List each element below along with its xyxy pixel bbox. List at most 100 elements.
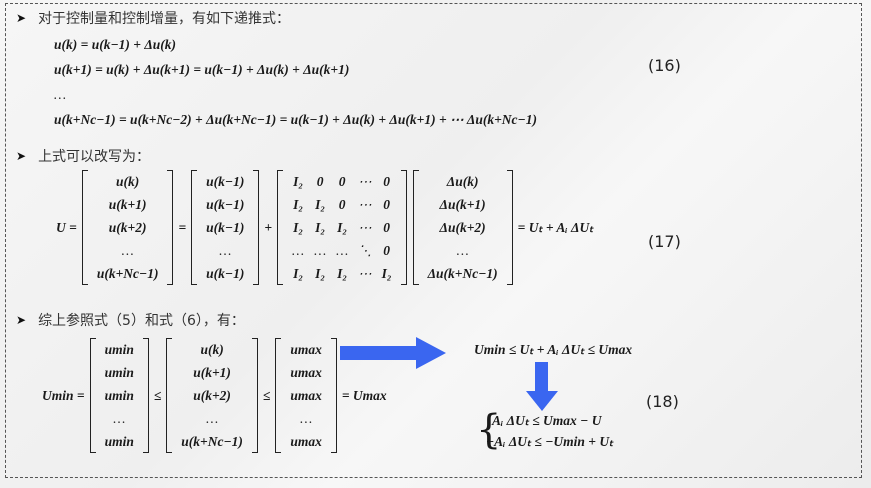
eq17: U = u(k)u(k+1)u(k+2)…u(k+Nc−1) = u(k−1)u…: [54, 170, 595, 285]
matrix-cell: 0: [383, 174, 390, 189]
brace: {: [476, 407, 502, 453]
matrix-cell: I₂: [293, 197, 304, 212]
matrix-cell: umin: [104, 342, 134, 357]
matrix-cell: …: [113, 411, 126, 426]
matrix-cell: I₂: [315, 220, 326, 235]
matrix-cell: umin: [104, 388, 134, 403]
right-bracket: [251, 338, 258, 453]
right-bracket: [330, 338, 337, 453]
matrix-cell: Δu(k): [446, 174, 479, 189]
eq18-ineq1: Aᵢ ΔUₜ ≤ Umax − U: [492, 413, 602, 428]
matrix-cell: u(k−1): [206, 197, 245, 212]
matrix-u-prev: u(k−1) u(k−1) u(k−1) … u(k−1): [191, 170, 260, 285]
leq: ≤: [262, 387, 271, 403]
matrix-umin: umin umin umin … umin: [89, 338, 149, 453]
matrix-cell: u(k+Nc−1): [96, 266, 159, 281]
leq: ≤: [153, 387, 162, 403]
equation-number-17: (17): [648, 232, 681, 251]
matrix-cell: Δu(k+Nc−1): [427, 266, 498, 281]
matrix-cell: I₂: [293, 174, 304, 189]
matrix-cell: I₂: [337, 266, 348, 281]
eq18-rhs: = Umax: [341, 387, 387, 403]
bullet-constraints: ➤ 综上参照式（5）和式（6），有：: [16, 310, 245, 330]
arrow-bullet-icon: ➤: [16, 313, 27, 327]
matrix-cell: u(k−1): [206, 220, 245, 235]
bullet-text: 上式可以改写为：: [38, 149, 151, 165]
matrix-cell: ⋯: [358, 220, 372, 235]
matrix-delta-u: Δu(k) Δu(k+1) Δu(k+2) … Δu(k+Nc−1): [412, 170, 513, 285]
matrix-cell: 0: [383, 197, 390, 212]
matrix-cell: u(k−1): [206, 266, 245, 281]
bullet-text: 综上参照式（5）和式（6），有：: [38, 313, 245, 329]
right-bracket: [400, 170, 407, 285]
matrix-cell: …: [300, 411, 313, 426]
matrix-cell: u(k+1): [193, 365, 231, 380]
matrix-cell: u(k+1): [108, 197, 147, 212]
left-bracket: [166, 338, 173, 453]
matrix-cell: u(k+Nc−1): [181, 434, 243, 449]
left-bracket: [81, 170, 88, 285]
matrix-cell: u(k+2): [108, 220, 147, 235]
matrix-cell: …: [314, 243, 327, 258]
eq16-line4: u(k+Nc−1) = u(k+Nc−2) + Δu(k+Nc−1) = u(k…: [54, 112, 537, 127]
eq16-ellipsis: …: [54, 87, 67, 102]
slide-frame: [5, 3, 862, 478]
left-bracket: [412, 170, 419, 285]
plus: +: [264, 219, 273, 235]
matrix-cell: 0: [383, 220, 390, 235]
right-bracket: [253, 170, 260, 285]
matrix-cell: I₂: [293, 220, 304, 235]
bullet-recursion: ➤ 对于控制量和控制增量，有如下递推式：: [16, 8, 290, 28]
matrix-cell: …: [121, 243, 134, 258]
matrix-cell: ⋯: [358, 174, 372, 189]
matrix-cell: …: [336, 243, 349, 258]
matrix-cell: I₂: [315, 266, 326, 281]
equation-number-18: (18): [646, 392, 679, 411]
left-bracket: [89, 338, 96, 453]
matrix-cell: …: [219, 243, 232, 258]
matrix-cell: …: [206, 411, 219, 426]
matrix-cell: 0: [383, 243, 390, 258]
matrix-cell: …: [292, 243, 305, 258]
matrix-cell: umax: [290, 388, 322, 403]
matrix-cell: 0: [338, 174, 346, 189]
matrix-cell: ⋱: [358, 243, 372, 258]
matrix-cell: I₂: [337, 220, 348, 235]
equals: =: [178, 219, 187, 235]
matrix-cell: Δu(k+1): [439, 197, 486, 212]
eq17-lhs: U =: [56, 219, 77, 235]
matrix-cell: ⋯: [358, 197, 372, 212]
matrix-cell: u(k−1): [206, 174, 245, 189]
matrix-cell: I₂: [381, 266, 392, 281]
left-bracket: [277, 170, 284, 285]
matrix-u: u(k) u(k+1) u(k+2) … u(k+Nc−1): [166, 338, 258, 453]
matrix-u: u(k) u(k+1) u(k+2) … u(k+Nc−1): [81, 170, 174, 285]
matrix-cell: …: [456, 243, 469, 258]
matrix-cell: umin: [104, 434, 134, 449]
matrix-cell: ⋯: [358, 266, 372, 281]
matrix-cell: umax: [290, 365, 322, 380]
left-bracket: [191, 170, 198, 285]
left-bracket: [275, 338, 282, 453]
matrix-cell: 0: [338, 197, 346, 212]
arrow-bullet-icon: ➤: [16, 11, 27, 25]
matrix-cell: umin: [104, 365, 134, 380]
eq17-rhs: = Uₜ + Aᵢ ΔUₜ: [517, 219, 594, 235]
eq16-line1: u(k) = u(k−1) + Δu(k): [54, 37, 177, 52]
matrix-cell: u(k): [200, 342, 224, 357]
matrix-cell: u(k): [116, 174, 140, 189]
eq18-result: Umin ≤ Uₜ + Aᵢ ΔUₜ ≤ Umax: [474, 342, 633, 357]
eq16-line2: u(k+1) = u(k) + Δu(k+1) = u(k−1) + Δu(k)…: [54, 62, 350, 77]
bullet-rewrite: ➤ 上式可以改写为：: [16, 146, 150, 166]
right-bracket: [142, 338, 149, 453]
right-bracket: [506, 170, 513, 285]
bullet-text: 对于控制量和控制增量，有如下递推式：: [38, 11, 291, 27]
matrix-cell: umax: [290, 434, 322, 449]
matrix-cell: u(k+2): [193, 388, 231, 403]
eq18-ineq2: −Aᵢ ΔUₜ ≤ −Umin + Uₜ: [486, 434, 614, 449]
matrix-cell: I₂: [315, 197, 326, 212]
equation-number-16: (16): [648, 56, 681, 75]
matrix-cell: Δu(k+2): [439, 220, 486, 235]
